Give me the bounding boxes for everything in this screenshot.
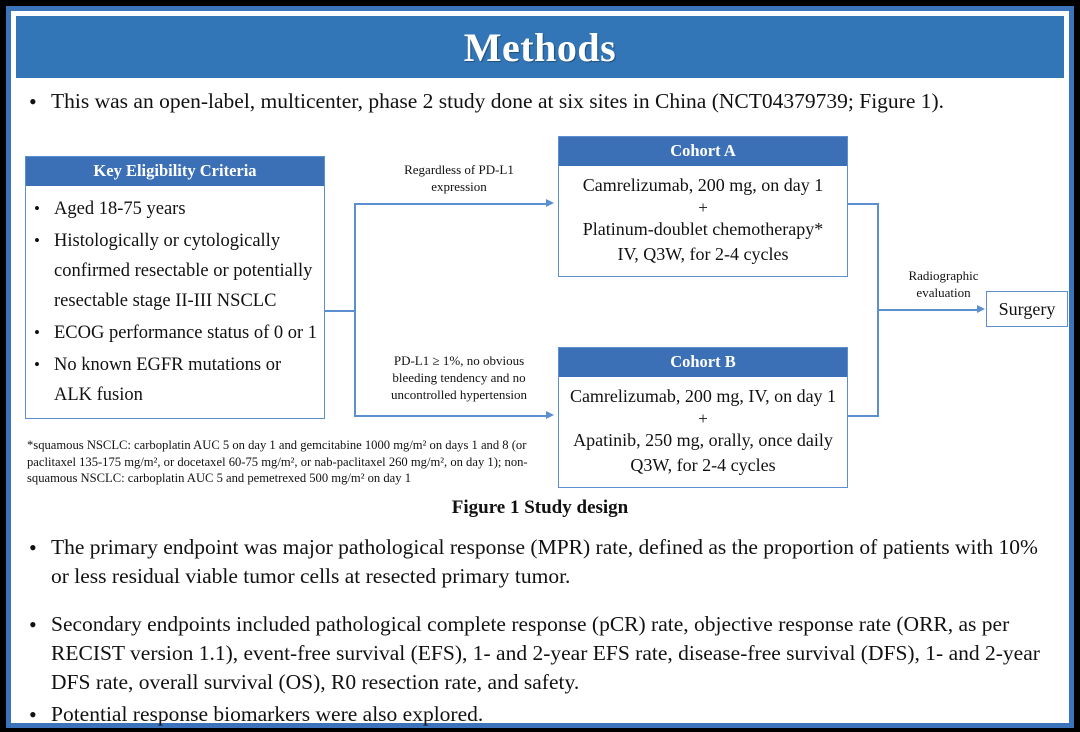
arrow-to-cohort-a-icon — [546, 199, 554, 207]
list-item: • ECOG performance status of 0 or 1 — [34, 318, 318, 348]
list-item: • Aged 18-75 years — [34, 194, 318, 224]
slide-content: Methods • This was an open-label, multic… — [11, 11, 1069, 727]
chemo-footnote-line: squamous NSCLC: carboplatin AUC 5 and pe… — [27, 471, 411, 485]
cohort-a-header: Cohort A — [559, 137, 847, 166]
cohort-b-line: Q3W, for 2-4 cycles — [630, 455, 776, 475]
radiographic-evaluation-label: Radiographic evaluation — [908, 268, 979, 300]
figure-caption: Figure 1 Study design — [451, 497, 629, 518]
eligibility-item-text: Aged 18-75 years — [54, 199, 186, 219]
endpoint-bullet-text: Secondary endpoints included pathologica… — [51, 612, 1040, 694]
chemo-footnote-line: *squamous NSCLC: carboplatin AUC 5 on da… — [27, 438, 527, 452]
cohort-a-line: IV, Q3W, for 2-4 cycles — [617, 244, 789, 264]
arrow-to-cohort-b-icon — [546, 411, 554, 419]
bullet-marker-icon: • — [34, 355, 40, 374]
list-item: • Potential response biomarkers were als… — [29, 700, 1054, 729]
endpoint-bullet-text: The primary endpoint was major pathologi… — [51, 535, 1038, 588]
eligibility-criteria-box: Key Eligibility Criteria • Aged 18-75 ye… — [25, 156, 325, 419]
connector-to-surgery — [877, 309, 981, 311]
connector-elig-stub — [315, 310, 355, 312]
surgery-label: Surgery — [998, 298, 1056, 319]
slide-frame: Methods • This was an open-label, multic… — [6, 6, 1074, 728]
cohort-b-line: Camrelizumab, 200 mg, IV, on day 1 — [569, 386, 837, 406]
surgery-box: Surgery — [986, 291, 1068, 327]
cohort-a-body: Camrelizumab, 200 mg, on day 1 + Platinu… — [559, 166, 847, 276]
connector-label-top: Regardless of PD-L1 expression — [404, 162, 514, 194]
cohort-b-body: Camrelizumab, 200 mg, IV, on day 1 + Apa… — [559, 377, 847, 487]
bullet-marker-icon: • — [29, 702, 37, 727]
cohort-b-line: + — [698, 409, 708, 428]
bullet-marker-icon: • — [29, 535, 37, 560]
intro-bullet: • This was an open-label, multicenter, p… — [29, 87, 1059, 116]
list-item: • The primary endpoint was major patholo… — [29, 533, 1054, 591]
endpoint-bullet-text: Potential response biomarkers were also … — [51, 702, 484, 726]
bullet-marker-icon: • — [29, 612, 37, 637]
connector-label-bottom: PD-L1 ≥ 1%, no obvious bleeding tendency… — [390, 353, 528, 402]
bullet-marker-icon: • — [34, 199, 40, 218]
slide-title-bar: Methods — [16, 16, 1064, 78]
list-item: • Histologically or cytologically confir… — [34, 226, 318, 316]
cohort-b-header: Cohort B — [559, 348, 847, 377]
connector-to-cohort-a — [354, 203, 548, 205]
eligibility-list: • Aged 18-75 years • Histologically or c… — [26, 186, 324, 418]
eligibility-header: Key Eligibility Criteria — [26, 157, 324, 186]
chemo-footnote-line: paclitaxel 135-175 mg/m², or docetaxel 6… — [27, 454, 528, 469]
intro-bullet-text: This was an open-label, multicenter, pha… — [51, 89, 945, 113]
bullet-marker-icon: • — [34, 231, 40, 250]
list-item: • No known EGFR mutations or ALK fusion — [34, 350, 318, 410]
eligibility-item-text: No known EGFR mutations or ALK fusion — [54, 355, 282, 405]
connector-trunk — [354, 203, 356, 417]
connector-from-cohort-b — [847, 415, 879, 417]
arrow-to-surgery-icon — [977, 305, 985, 313]
cohort-a-line: Platinum-doublet chemotherapy* — [582, 219, 824, 239]
study-design-diagram: Key Eligibility Criteria • Aged 18-75 ye… — [11, 119, 1069, 518]
page-title: Methods — [463, 24, 617, 70]
eligibility-item-text: Histologically or cytologically confirme… — [54, 231, 313, 311]
cohort-a-line: Camrelizumab, 200 mg, on day 1 — [582, 175, 824, 195]
cohort-a-box: Cohort A Camrelizumab, 200 mg, on day 1 … — [558, 136, 848, 277]
cohort-b-box: Cohort B Camrelizumab, 200 mg, IV, on da… — [558, 347, 848, 488]
connector-to-cohort-b — [354, 415, 548, 417]
list-item: • Secondary endpoints included pathologi… — [29, 610, 1054, 697]
eligibility-item-text: ECOG performance status of 0 or 1 — [54, 323, 318, 343]
chemo-footnote: *squamous NSCLC: carboplatin AUC 5 on da… — [27, 437, 547, 487]
cohort-b-line: Apatinib, 250 mg, orally, once daily — [573, 430, 833, 450]
bullet-marker-icon: • — [29, 89, 37, 114]
bullet-marker-icon: • — [34, 323, 40, 342]
cohort-a-line: + — [698, 198, 708, 217]
connector-from-cohort-a — [847, 203, 879, 205]
